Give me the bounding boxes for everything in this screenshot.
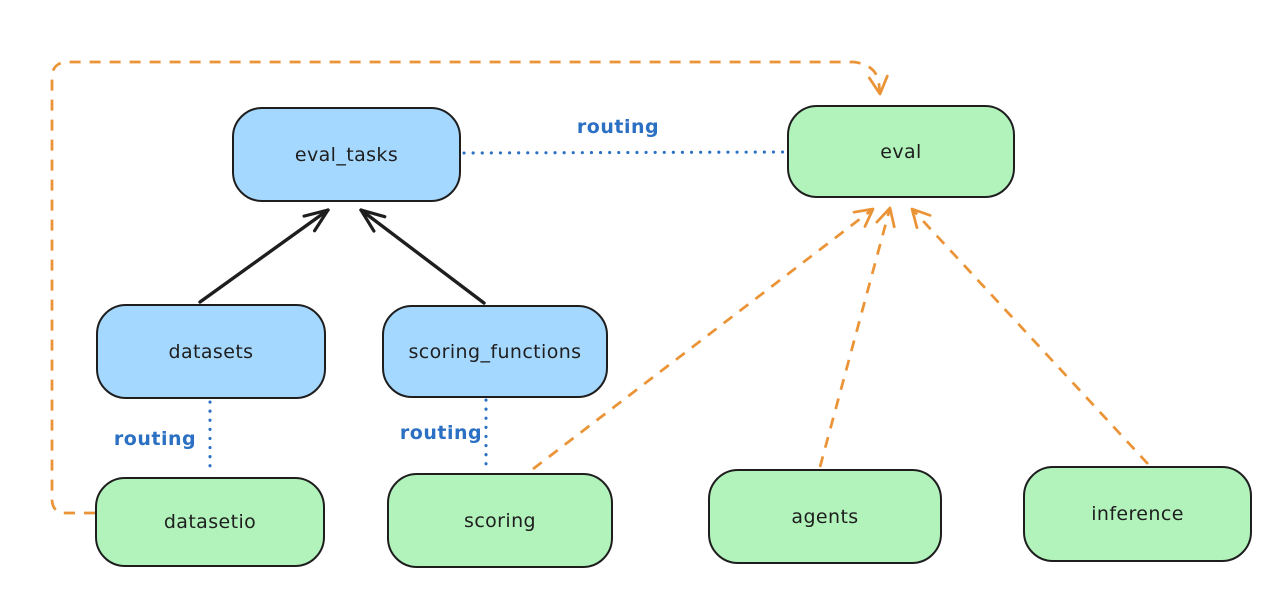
node-datasetio-label: datasetio (163, 511, 257, 533)
node-scoring-functions-label: scoring_functions (408, 340, 582, 363)
node-eval: eval (787, 105, 1015, 198)
node-inference: inference (1023, 466, 1252, 562)
edge-datasetio-to-eval (50, 60, 889, 515)
edge-eval-tasks-to-eval-routing (462, 150, 786, 155)
node-datasetio: datasetio (95, 477, 325, 567)
node-scoring-label: scoring (464, 509, 536, 532)
edge-agents-to-eval (818, 206, 896, 468)
edge-scoring-functions-to-eval-tasks (359, 208, 486, 305)
node-eval-tasks: eval_tasks (232, 107, 461, 202)
node-datasets: datasets (96, 304, 326, 399)
edge-inference-to-eval (910, 207, 1150, 465)
node-scoring-functions: scoring_functions (382, 305, 608, 398)
edge-label-routing-datasetio: routing (113, 428, 197, 450)
node-agents-label: agents (791, 505, 859, 528)
node-scoring: scoring (387, 473, 613, 568)
node-eval-tasks-label: eval_tasks (294, 143, 399, 166)
edge-label-routing-top: routing (576, 116, 660, 138)
edge-datasets-to-eval-tasks (198, 208, 330, 304)
node-datasets-label: datasets (168, 340, 254, 363)
node-inference-label: inference (1091, 503, 1184, 525)
edge-label-routing-scoring: routing (399, 422, 483, 444)
node-eval-label: eval (880, 140, 922, 163)
node-agents: agents (708, 469, 942, 564)
